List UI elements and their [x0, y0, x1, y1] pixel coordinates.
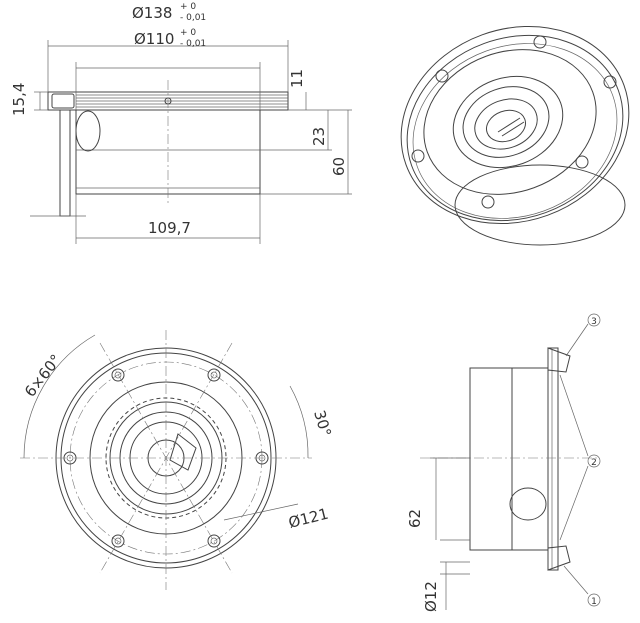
- callout-2-label: 2: [591, 458, 597, 468]
- iso-screw-3: [575, 155, 589, 169]
- side-view: Ø138 + 0 - 0,01 Ø110 + 0 - 0,01 15,4 11 …: [10, 2, 352, 244]
- iso-screw-4: [481, 195, 495, 209]
- callout-3-label: 3: [591, 317, 597, 327]
- dim-62-label: 62: [406, 509, 424, 528]
- iso-screw-5: [411, 149, 425, 163]
- isometric-view: [400, 25, 630, 246]
- section-terminal: [509, 487, 547, 521]
- flange-height-label: 15,4: [10, 83, 28, 116]
- section-seal-top: [547, 347, 571, 373]
- dim-11-label: 11: [288, 69, 306, 88]
- flange-screw-head: [51, 93, 75, 109]
- iso-face-ring: [423, 49, 597, 195]
- bolt-circle-label: Ø121: [287, 505, 331, 532]
- callout-3-circle: [587, 313, 601, 327]
- callout-1-circle: [587, 593, 601, 607]
- inner-tol-upper: + 0: [180, 28, 196, 38]
- angle-label: 30°: [310, 408, 335, 439]
- section-body: [511, 367, 549, 551]
- section-flange: [547, 347, 559, 571]
- dim-23-label: 23: [310, 127, 328, 146]
- iso-screw-2: [603, 75, 617, 89]
- front-view: 6×60° 30° Ø121: [20, 330, 335, 590]
- dim-12-label: Ø12: [422, 581, 440, 612]
- inner-diameter-label: Ø110: [134, 30, 174, 48]
- iso-screw-6: [435, 69, 449, 83]
- hole-pattern-label: 6×60°: [21, 351, 65, 400]
- section-rear-cap: [469, 367, 513, 551]
- callout-2-circle: [587, 454, 601, 468]
- iso-body-base: [454, 164, 626, 246]
- iso-flange-outer: [400, 25, 630, 225]
- mounting-pin: [59, 109, 71, 217]
- dim-60-label: 60: [330, 157, 348, 176]
- inner-tol-lower: - 0,01: [180, 39, 206, 49]
- section-view: 62 Ø12 3 2 1: [406, 313, 601, 612]
- outer-tol-lower: - 0,01: [180, 13, 206, 23]
- iso-dome: [474, 98, 538, 150]
- outer-tol-upper: + 0: [180, 2, 196, 12]
- body-width-label: 109,7: [148, 219, 191, 237]
- callout-1-label: 1: [591, 597, 597, 607]
- section-seal-bottom: [547, 545, 571, 571]
- outer-diameter-label: Ø138: [132, 4, 172, 22]
- iso-screw-1: [533, 35, 547, 49]
- terminal-connector: [75, 110, 101, 152]
